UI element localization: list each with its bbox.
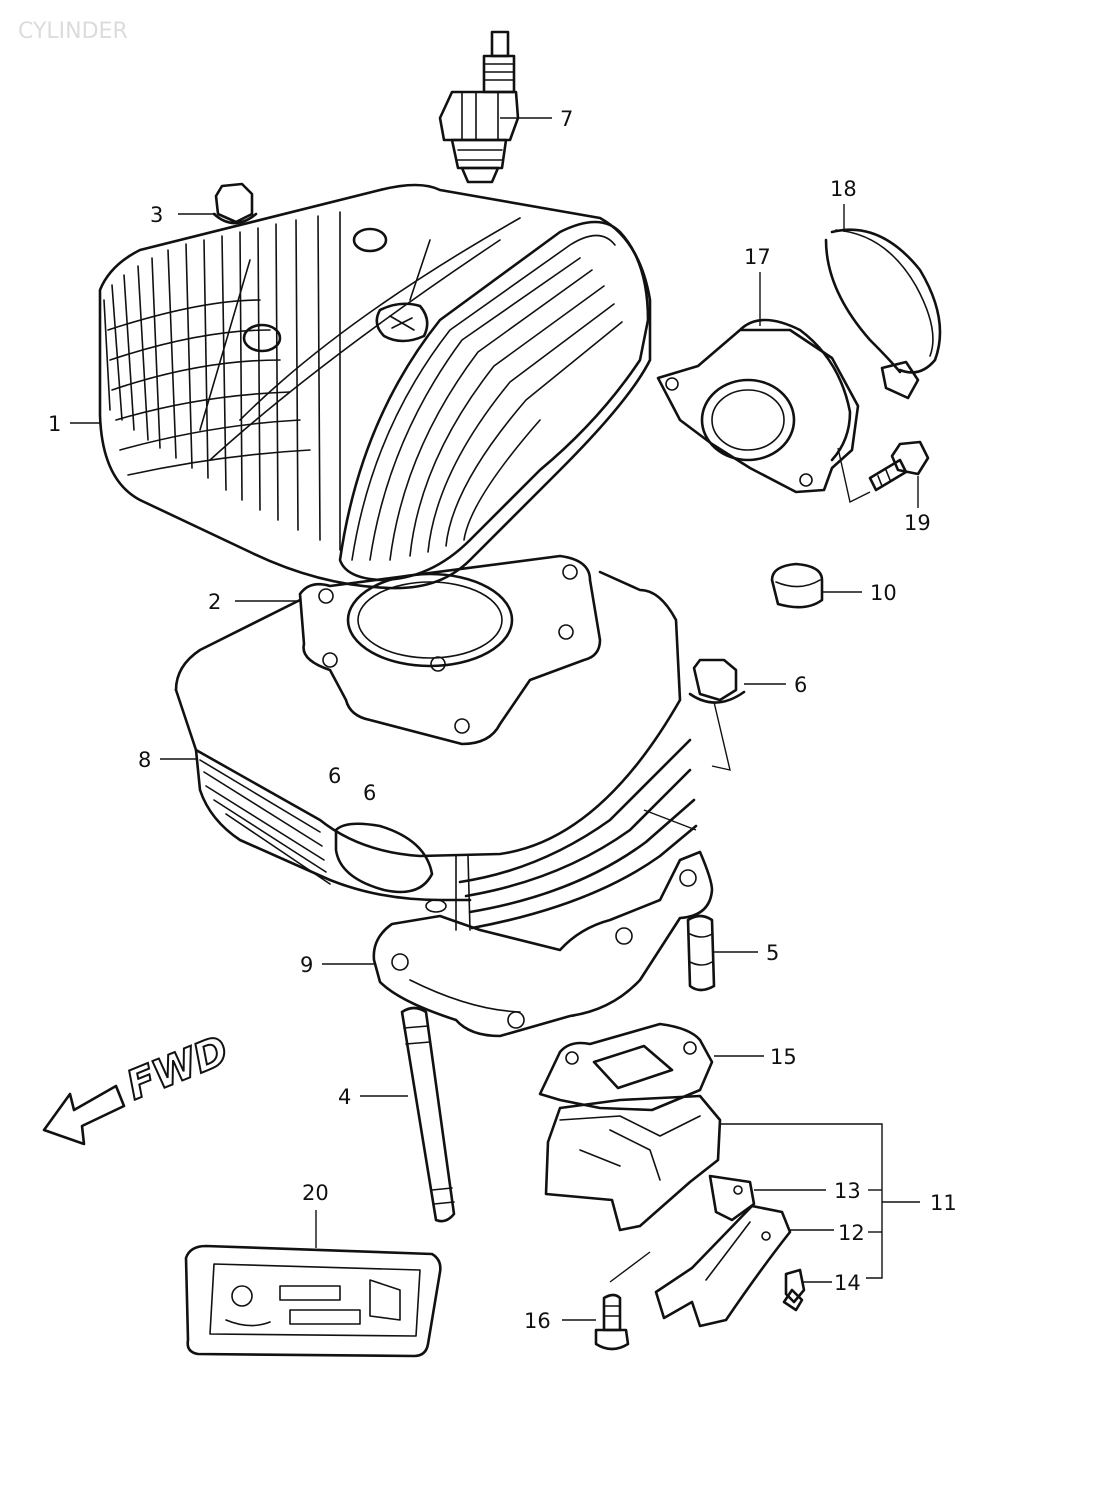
spark-plug — [438, 30, 520, 184]
callout-13: 13 — [834, 1179, 861, 1203]
cylinder-stamp-b: 6 — [363, 781, 376, 805]
cylinder-stamp-a: 6 — [328, 764, 341, 788]
callout-18: 18 — [830, 177, 857, 201]
callout-16: 16 — [524, 1309, 551, 1333]
reed-screw — [782, 1268, 806, 1312]
intake-bolt — [837, 440, 930, 504]
cap — [770, 562, 824, 609]
forward-direction-arrow: FWD — [42, 1026, 236, 1146]
hose-clamp — [824, 228, 942, 400]
callout-7: 7 — [560, 107, 573, 131]
callout-2: 2 — [208, 590, 221, 614]
dowel-pin — [686, 914, 716, 992]
callout-4: 4 — [338, 1085, 351, 1109]
watermark-title: CYLINDER — [18, 19, 128, 44]
callout-5: 5 — [766, 941, 779, 965]
reed-block — [544, 1094, 756, 1232]
cylinder-nut — [688, 658, 746, 771]
callout-15: 15 — [770, 1045, 797, 1069]
intake-pipe — [656, 318, 860, 494]
cylinder-block — [174, 570, 698, 931]
base-gasket — [372, 850, 714, 1038]
callout-14: 14 — [834, 1271, 861, 1295]
callout-20: 20 — [302, 1181, 329, 1205]
callout-11: 11 — [930, 1191, 957, 1215]
callout-10: 10 — [870, 581, 897, 605]
callout-9: 9 — [300, 953, 313, 977]
cylinder-head — [98, 183, 652, 590]
callout-3: 3 — [150, 203, 163, 227]
gasket-set — [184, 1244, 442, 1358]
callout-17: 17 — [744, 245, 771, 269]
reed-stopper — [654, 1204, 792, 1328]
callout-6: 6 — [794, 673, 807, 697]
fwd-label: FWD — [121, 1027, 235, 1109]
callout-12: 12 — [838, 1221, 865, 1245]
callout-1: 1 — [48, 412, 61, 436]
head-nut — [212, 182, 258, 225]
stud-bolt — [400, 1006, 456, 1223]
callout-19: 19 — [904, 511, 931, 535]
head-gasket — [298, 554, 602, 746]
callout-8: 8 — [138, 748, 151, 772]
reed-block-screw — [594, 1251, 651, 1351]
callout-leaders — [70, 117, 920, 1321]
